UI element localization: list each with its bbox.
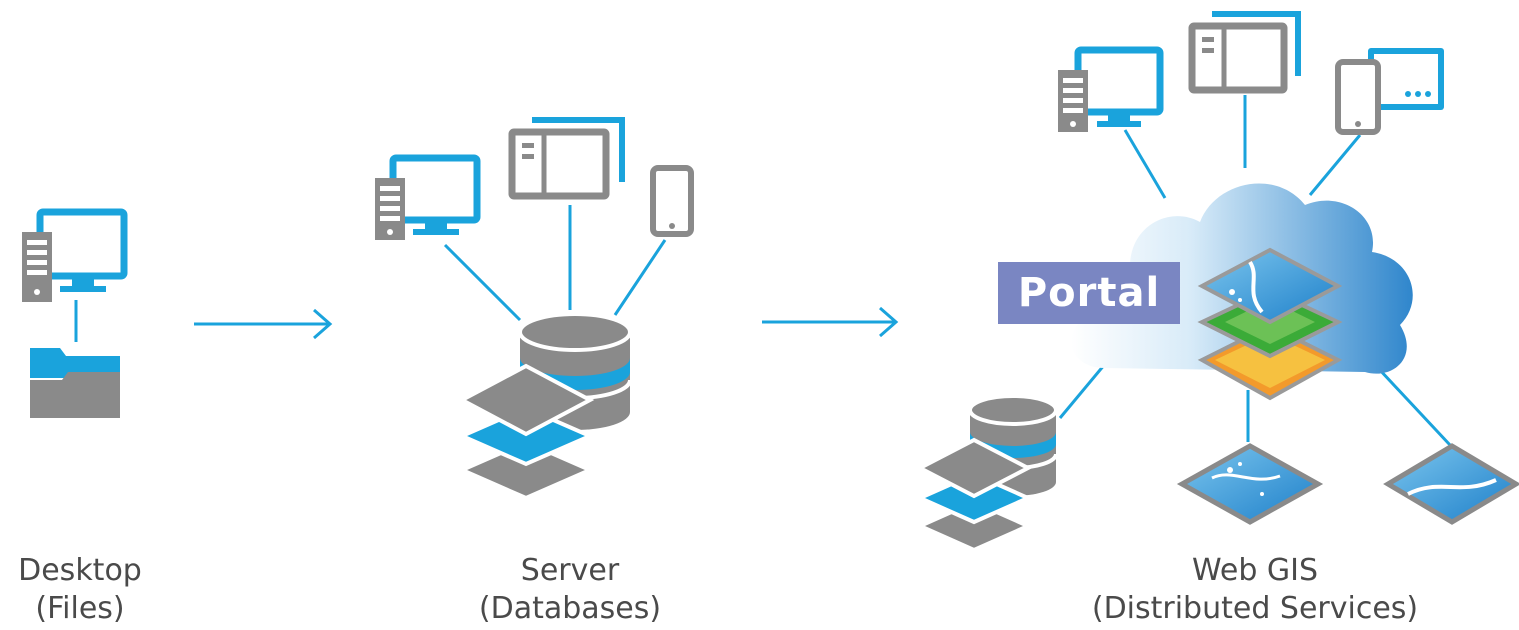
server-caption: Server (Databases) xyxy=(440,552,700,628)
server-connector xyxy=(443,243,522,322)
webgis-connector xyxy=(1058,357,1112,419)
arrow-right-icon xyxy=(194,308,333,340)
server-connector xyxy=(613,239,667,316)
server-subtitle: (Databases) xyxy=(478,591,662,626)
stacked-layers-icon xyxy=(457,363,595,501)
desktop-stage xyxy=(22,208,128,418)
webgis-connector xyxy=(1308,134,1362,196)
map-service-icon xyxy=(1176,443,1324,525)
webgis-connector xyxy=(1376,366,1452,447)
desktop-subtitle: (Files) xyxy=(35,591,125,626)
server-stage xyxy=(375,117,694,501)
server-title: Server xyxy=(520,553,620,588)
portal-label: Portal xyxy=(998,262,1180,324)
webgis-subtitle: (Distributed Services) xyxy=(1091,591,1419,626)
tablet-icon xyxy=(1188,11,1301,94)
webgis-title: Web GIS xyxy=(1191,553,1319,588)
phone-icon xyxy=(650,165,694,237)
tablet-icon xyxy=(508,117,625,200)
webgis-stage xyxy=(915,11,1519,553)
desktop-title: Desktop xyxy=(18,553,142,588)
desktop-computer-icon xyxy=(375,154,481,240)
desktop-computer-icon xyxy=(1058,46,1164,132)
arrow-right-icon xyxy=(762,306,899,338)
map-service-icon xyxy=(1383,443,1519,525)
map-layers-icon xyxy=(1197,247,1343,401)
folder-icon xyxy=(30,348,120,418)
stacked-layers-icon xyxy=(915,437,1033,553)
webgis-caption: Web GIS (Distributed Services) xyxy=(1060,552,1450,628)
desktop-caption: Desktop (Files) xyxy=(0,552,160,628)
desktop-computer-icon xyxy=(22,208,128,302)
webgis-connector xyxy=(1123,129,1167,199)
phone-tablet-icon xyxy=(1335,48,1444,135)
